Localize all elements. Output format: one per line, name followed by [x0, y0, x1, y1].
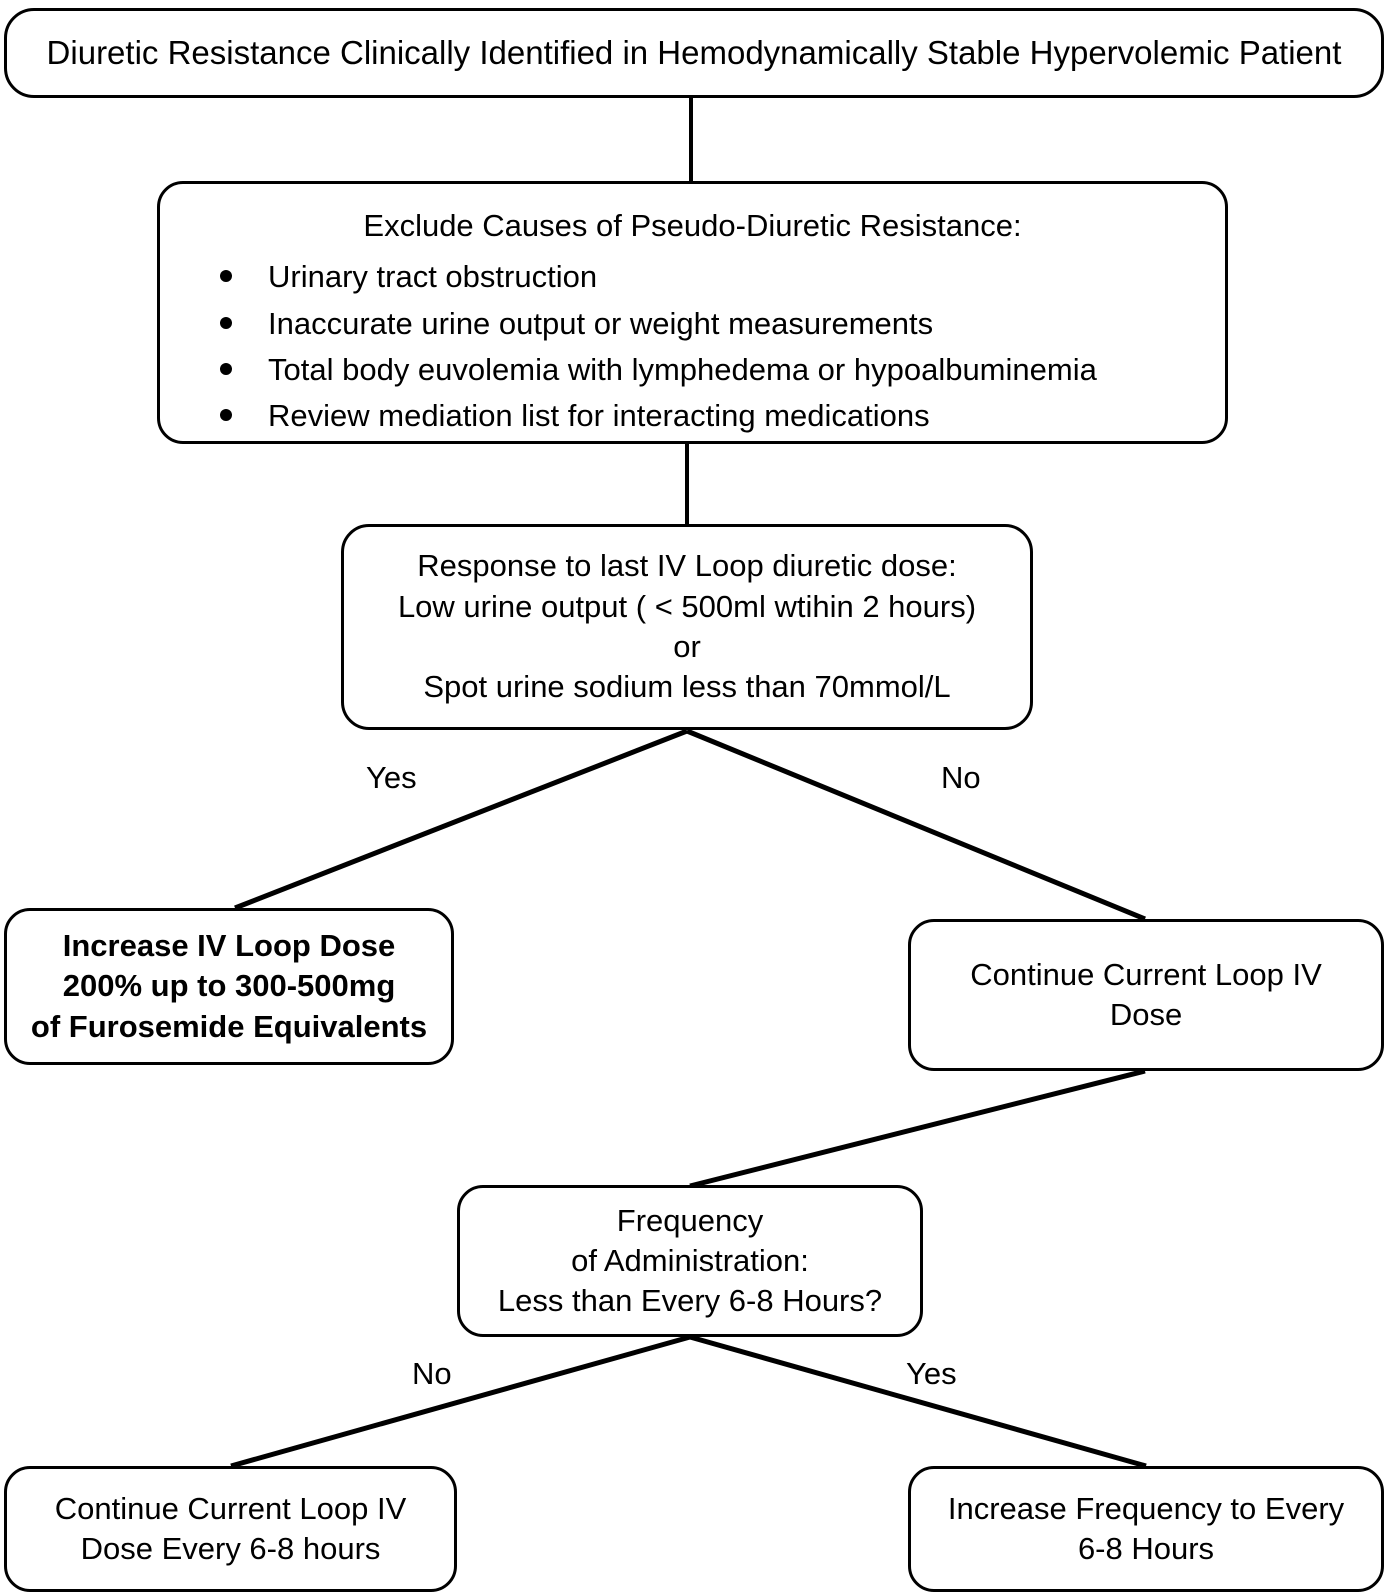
- node-increase-iv-loop-dose: Increase IV Loop Dose 200% up to 300-500…: [4, 908, 454, 1065]
- list-item-label: Inaccurate urine output or weight measur…: [268, 305, 934, 341]
- node-exclude-heading: Exclude Causes of Pseudo-Diuretic Resist…: [363, 208, 1022, 243]
- list-item: Review mediation list for interacting me…: [194, 393, 1191, 439]
- edge-response-no: [686, 728, 1146, 922]
- list-item-label: Urinary tract obstruction: [268, 259, 598, 295]
- bullet-icon: [220, 362, 232, 375]
- node-frequency-line-1: Frequency: [616, 1202, 764, 1238]
- node-response-line-3: or: [673, 629, 701, 664]
- node-response-line-4: Spot urine sodium less than 70mmol/L: [423, 669, 951, 705]
- list-item-label: Total body euvolemia with lymphedema or …: [268, 351, 1097, 387]
- edge-continue-to-frequency: [689, 1068, 1146, 1189]
- edge-label-frequency-no: No: [412, 1356, 452, 1391]
- list-item: Urinary tract obstruction: [194, 254, 1191, 300]
- node-increase-freq-line-1: Increase Frequency to Every: [947, 1490, 1345, 1526]
- exclude-bullet-list: Urinary tract obstruction Inaccurate uri…: [194, 254, 1191, 439]
- node-response-line-2: Low urine output ( < 500ml wtihin 2 hour…: [397, 588, 977, 624]
- node-increase-dose-line-1: Increase IV Loop Dose: [62, 928, 396, 964]
- node-frequency-line-2: of Administration:: [571, 1242, 809, 1278]
- node-continue-dose-line-1: Continue Current Loop IV: [970, 956, 1322, 992]
- node-response-line-1: Response to last IV Loop diuretic dose:: [417, 548, 957, 584]
- node-increase-dose-line-2: 200% up to 300-500mg: [62, 968, 396, 1004]
- node-root-diuretic-resistance: Diuretic Resistance Clinically Identifie…: [4, 8, 1384, 98]
- bullet-icon: [220, 270, 232, 283]
- list-item-label: Review mediation list for interacting me…: [268, 398, 930, 434]
- node-increase-frequency-to-every-6-8-hours: Increase Frequency to Every 6-8 Hours: [908, 1466, 1384, 1592]
- node-exclude-pseudo-resistance: Exclude Causes of Pseudo-Diuretic Resist…: [157, 181, 1228, 444]
- node-continue-68-line-1: Continue Current Loop IV: [54, 1490, 407, 1526]
- node-root-text: Diuretic Resistance Clinically Identifie…: [46, 33, 1342, 71]
- node-increase-freq-line-2: 6-8 Hours: [1077, 1531, 1215, 1566]
- node-continue-current-loop-iv-dose: Continue Current Loop IV Dose: [908, 919, 1384, 1071]
- bullet-icon: [220, 316, 232, 329]
- node-response-decision: Response to last IV Loop diuretic dose: …: [341, 524, 1033, 730]
- node-continue-dose-every-6-8-hours: Continue Current Loop IV Dose Every 6-8 …: [4, 1466, 457, 1592]
- edge-label-response-no: No: [941, 760, 981, 795]
- edge-response-yes: [234, 728, 688, 911]
- node-frequency-decision: Frequency of Administration: Less than E…: [457, 1185, 923, 1337]
- edge-label-response-yes: Yes: [366, 760, 417, 795]
- edge-frequency-no: [230, 1334, 691, 1469]
- edge-label-frequency-yes: Yes: [906, 1356, 957, 1391]
- list-item: Total body euvolemia with lymphedema or …: [194, 347, 1191, 393]
- node-continue-dose-line-2: Dose: [1109, 997, 1183, 1032]
- node-frequency-line-3: Less than Every 6-8 Hours?: [497, 1283, 883, 1319]
- node-increase-dose-line-3: of Furosemide Equivalents: [30, 1008, 428, 1044]
- bullet-icon: [220, 409, 232, 422]
- list-item: Inaccurate urine output or weight measur…: [194, 301, 1191, 347]
- node-continue-68-line-2: Dose Every 6-8 hours: [80, 1531, 381, 1566]
